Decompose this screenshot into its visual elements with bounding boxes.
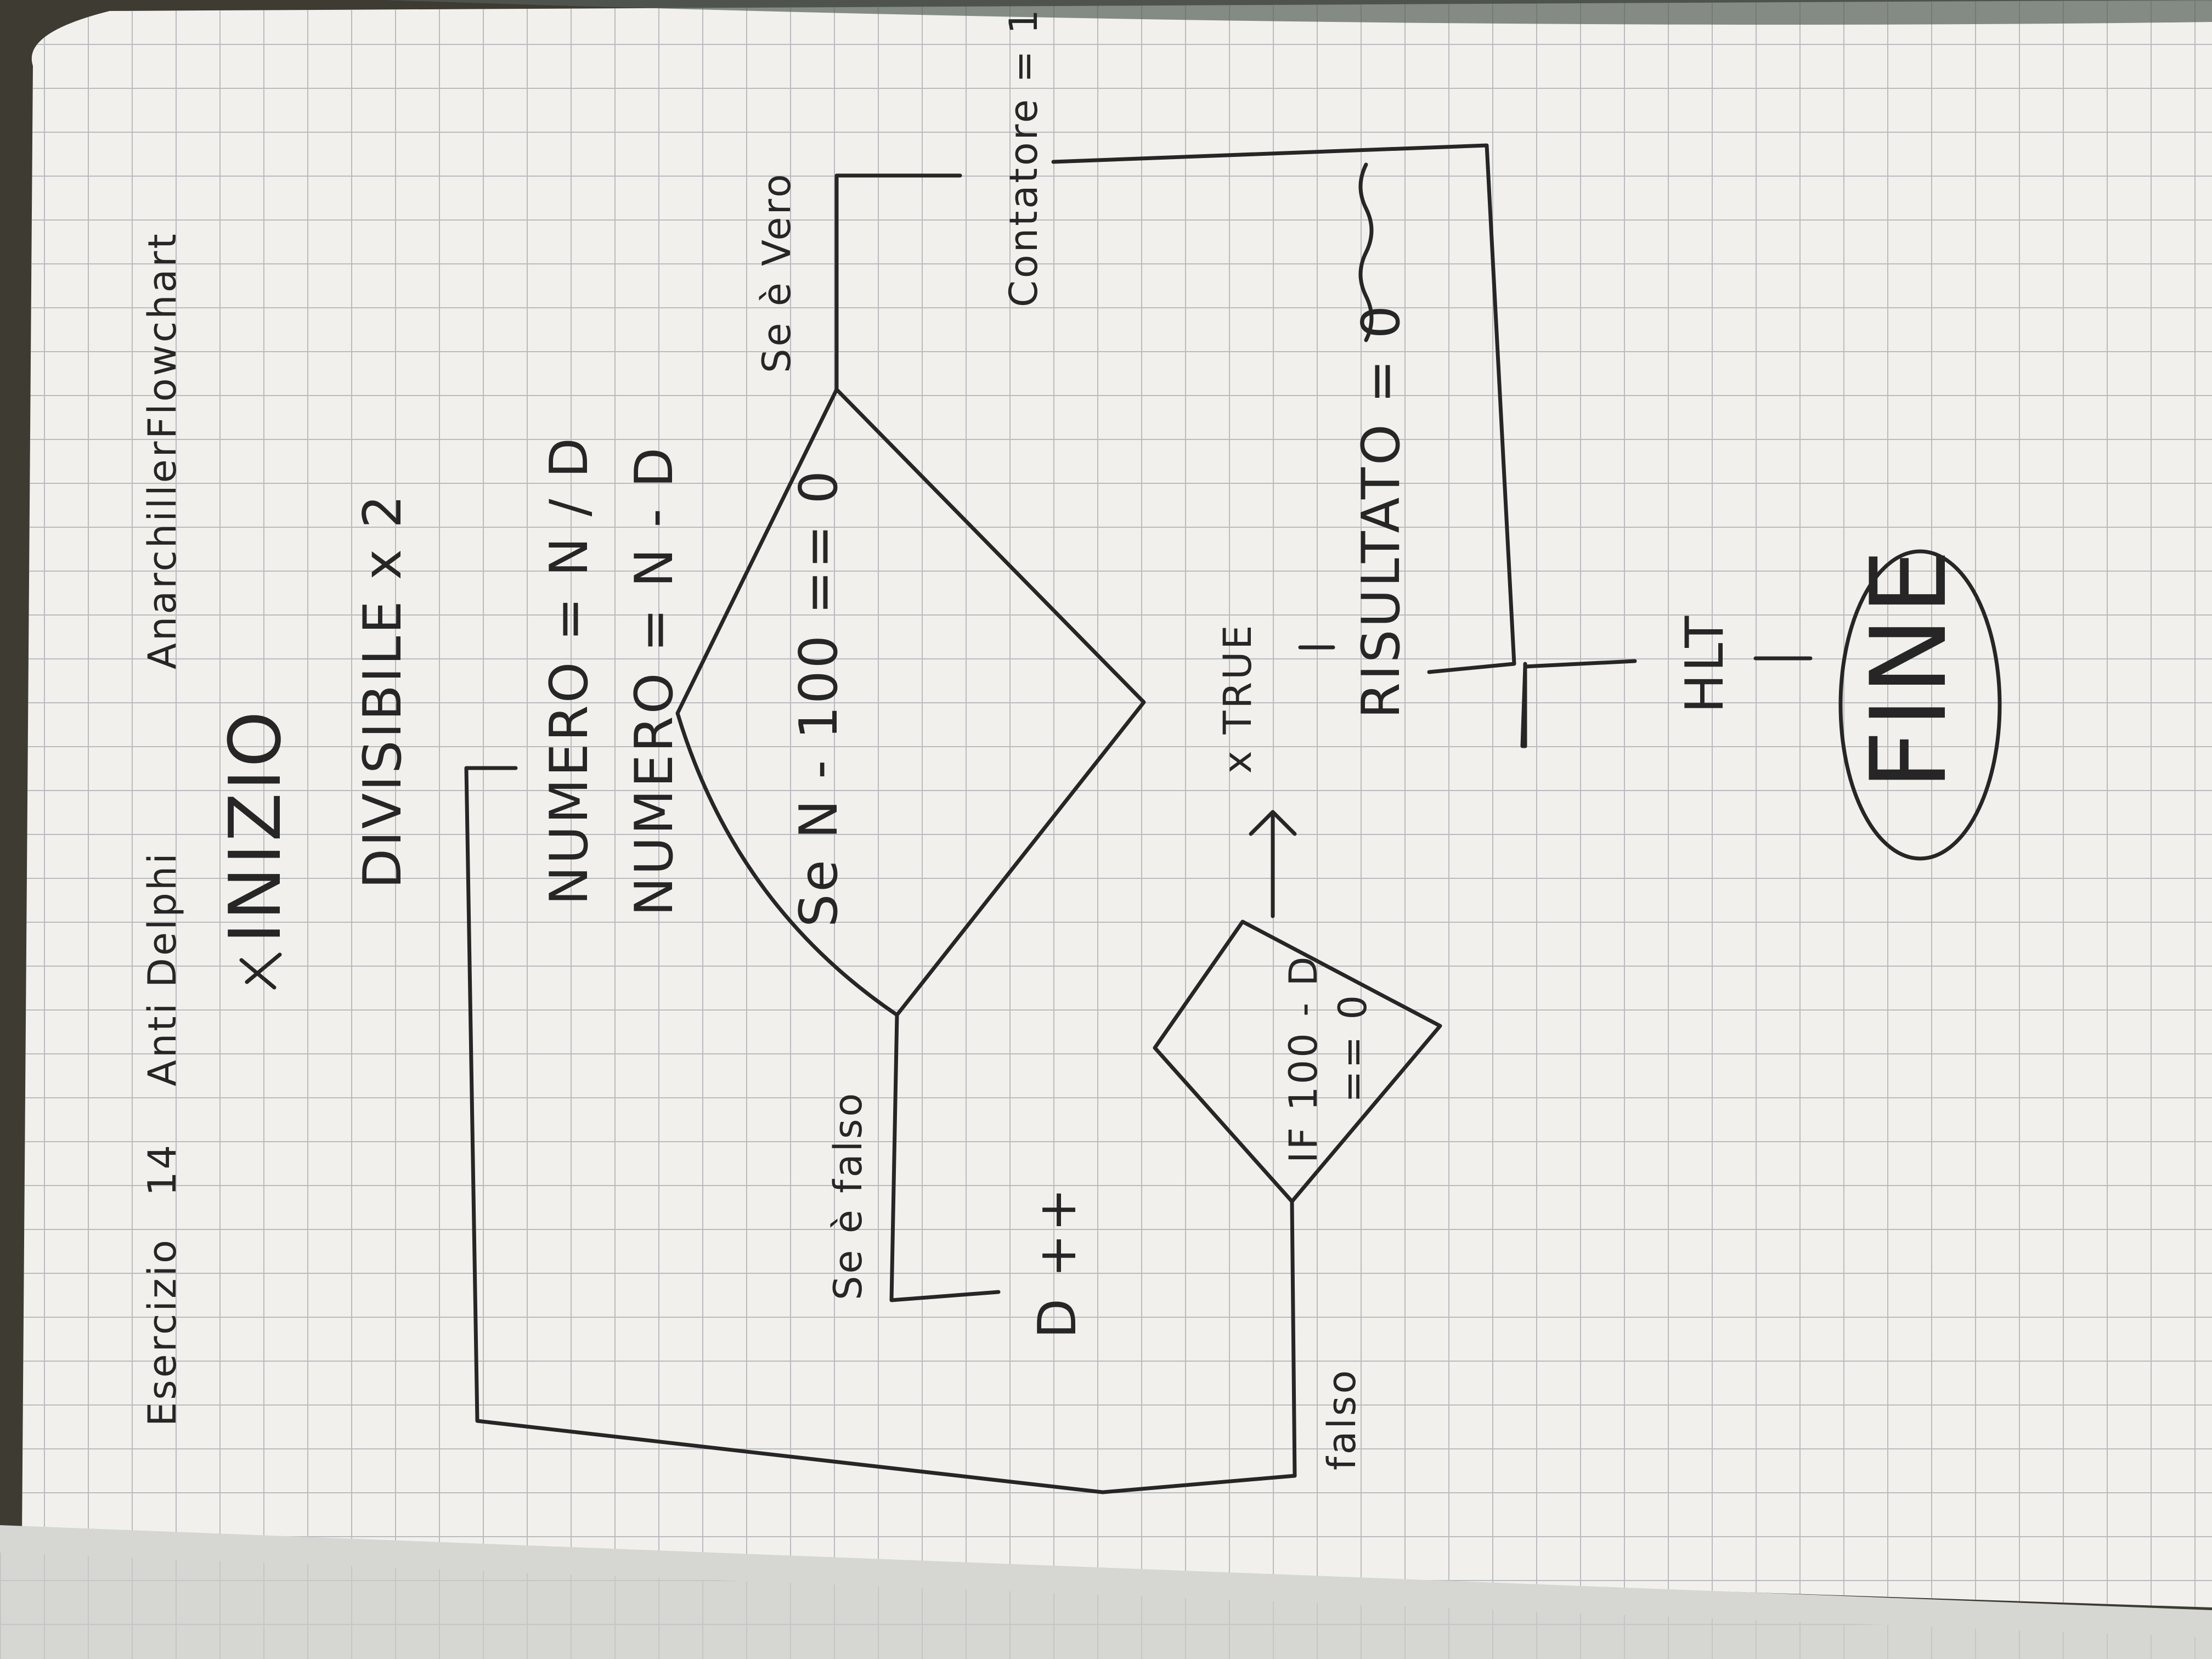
heading-part-5: Flowchart bbox=[140, 232, 185, 439]
step-divisible: DIVISIBILE x 2 bbox=[353, 493, 413, 889]
start-node: INIZIO bbox=[213, 709, 297, 944]
increment: D ++ bbox=[1028, 1186, 1088, 1339]
increment-label: D ++ bbox=[1028, 1186, 1088, 1339]
counter-label: Contatore = 1 bbox=[1001, 7, 1046, 307]
start-scribble bbox=[239, 952, 282, 990]
grid-paper bbox=[22, 0, 2212, 1607]
if-false: falso bbox=[1319, 1368, 1364, 1470]
halt: HLT bbox=[1675, 614, 1735, 713]
decision-main-diamond bbox=[675, 387, 1146, 1017]
halt-label: HLT bbox=[1675, 614, 1735, 713]
decision-main-true-label: Se è Vero bbox=[754, 172, 799, 373]
heading-part-2: Anti bbox=[140, 1001, 185, 1086]
if-false-label: falso bbox=[1319, 1368, 1364, 1470]
decision-if-cond: == 0 bbox=[1330, 993, 1375, 1103]
step-divisible-label: DIVISIBILE x 2 bbox=[353, 493, 413, 889]
false-branch-line bbox=[889, 1013, 1001, 1302]
if-true: x TRUE bbox=[1215, 623, 1260, 774]
heading: Esercizio 14 Anti Delphi Anarchiller Flo… bbox=[140, 232, 185, 1426]
heading-part-3: Delphi bbox=[140, 851, 185, 988]
decision-if-label: IF 100 - D bbox=[1281, 955, 1326, 1163]
counter-frame bbox=[1051, 143, 1516, 674]
lower-page-grid bbox=[0, 1553, 2212, 1659]
loop-back-line bbox=[464, 766, 1297, 1494]
if-true-arrow bbox=[1249, 810, 1297, 918]
result-squiggle bbox=[1358, 162, 1374, 342]
decision-main-false-label: Se è falso bbox=[826, 1091, 871, 1300]
end-node: FINE bbox=[1848, 547, 1970, 791]
top-shadow bbox=[384, 0, 2212, 25]
heading-part-4: Anarchiller bbox=[140, 439, 185, 669]
heading-part-0: Esercizio bbox=[140, 1238, 185, 1426]
assign-2: NUMERO = N - D bbox=[624, 445, 685, 916]
decision-main: Se N - 100 == 0 bbox=[789, 469, 849, 927]
end-ellipse bbox=[1838, 549, 2002, 861]
result-label: RISULTATO = 0 bbox=[1351, 303, 1412, 719]
assign-2-label: NUMERO = N - D bbox=[624, 445, 685, 916]
decision-if-cond-label: == 0 bbox=[1330, 993, 1375, 1103]
start-label: INIZIO bbox=[213, 709, 297, 944]
end-label: FINE bbox=[1848, 547, 1970, 791]
true-branch-line bbox=[834, 173, 962, 392]
result: RISULTATO = 0 bbox=[1351, 303, 1412, 719]
heading-part-1: 14 bbox=[140, 1143, 185, 1196]
counter: Contatore = 1 bbox=[1001, 7, 1046, 307]
decision-main-true: Se è Vero bbox=[754, 172, 799, 373]
if-false-line bbox=[1290, 1199, 1297, 1478]
decision-main-label: Se N - 100 == 0 bbox=[789, 469, 849, 927]
decision-if: IF 100 - D bbox=[1281, 955, 1326, 1163]
decision-main-false: Se è falso bbox=[826, 1091, 871, 1300]
if-true-label: x TRUE bbox=[1215, 623, 1260, 774]
assign-1-label: NUMERO = N / D bbox=[539, 436, 600, 905]
assign-1: NUMERO = N / D bbox=[539, 436, 600, 905]
